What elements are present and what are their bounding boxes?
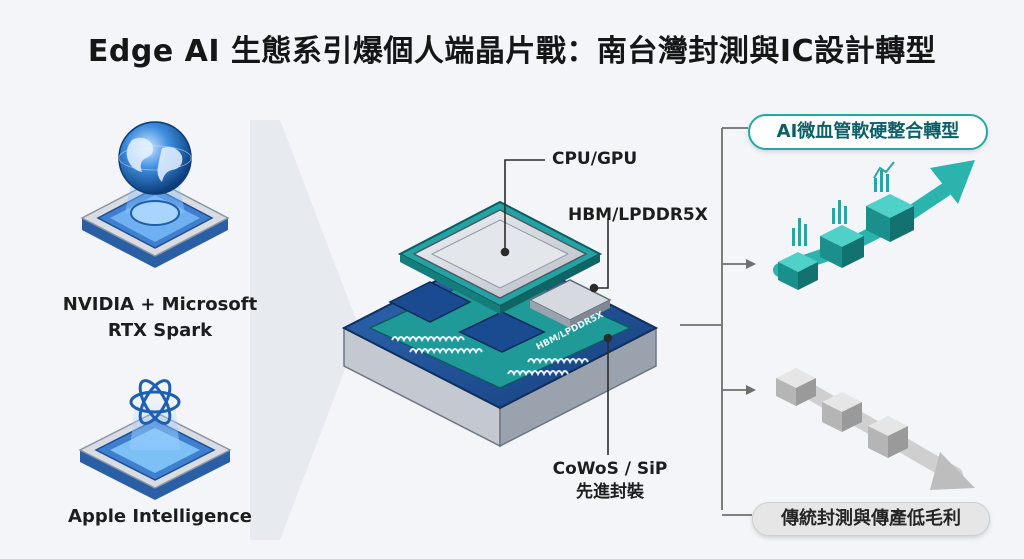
- nvidia-caption-line1: NVIDIA + Microsoft: [62, 294, 258, 315]
- decline-cube-2: [822, 392, 862, 432]
- background-chevron: [250, 120, 360, 540]
- growth-cube-2: [820, 225, 864, 268]
- cowos-caption: CoWoS / SiP 先進封裝: [530, 458, 690, 504]
- cowos-line1: CoWoS / SiP: [552, 459, 668, 479]
- cpu-gpu-label: CPU/GPU: [552, 149, 638, 169]
- decline-cube-3: [868, 416, 908, 458]
- chip-package-diagram: HBM/LPDDR5X: [341, 200, 659, 448]
- hbm-label: HBM/LPDDR5X: [568, 205, 708, 225]
- growth-cubes-arrow: [773, 160, 975, 290]
- apple-intelligence-platform-icon: [78, 379, 232, 500]
- cowos-line2: 先進封裝: [576, 482, 644, 502]
- upper-pill: AI微血管軟硬整合轉型: [748, 114, 988, 150]
- apple-caption: Apple Intelligence: [68, 506, 252, 527]
- decline-cube-1: [776, 368, 816, 406]
- decline-cubes-arrow: [776, 368, 975, 490]
- page-title: Edge AI 生態系引爆個人端晶片戰：南台灣封測與IC設計轉型: [87, 34, 937, 69]
- growth-cube-1: [778, 252, 818, 290]
- lower-pill: 傳統封測與傳產低毛利: [752, 502, 990, 536]
- nvidia-caption: NVIDIA + Microsoft RTX Spark: [40, 292, 280, 344]
- growth-cube-3: [866, 194, 914, 242]
- globe-platform-icon: [80, 121, 230, 268]
- nvidia-caption-line2: RTX Spark: [107, 320, 213, 341]
